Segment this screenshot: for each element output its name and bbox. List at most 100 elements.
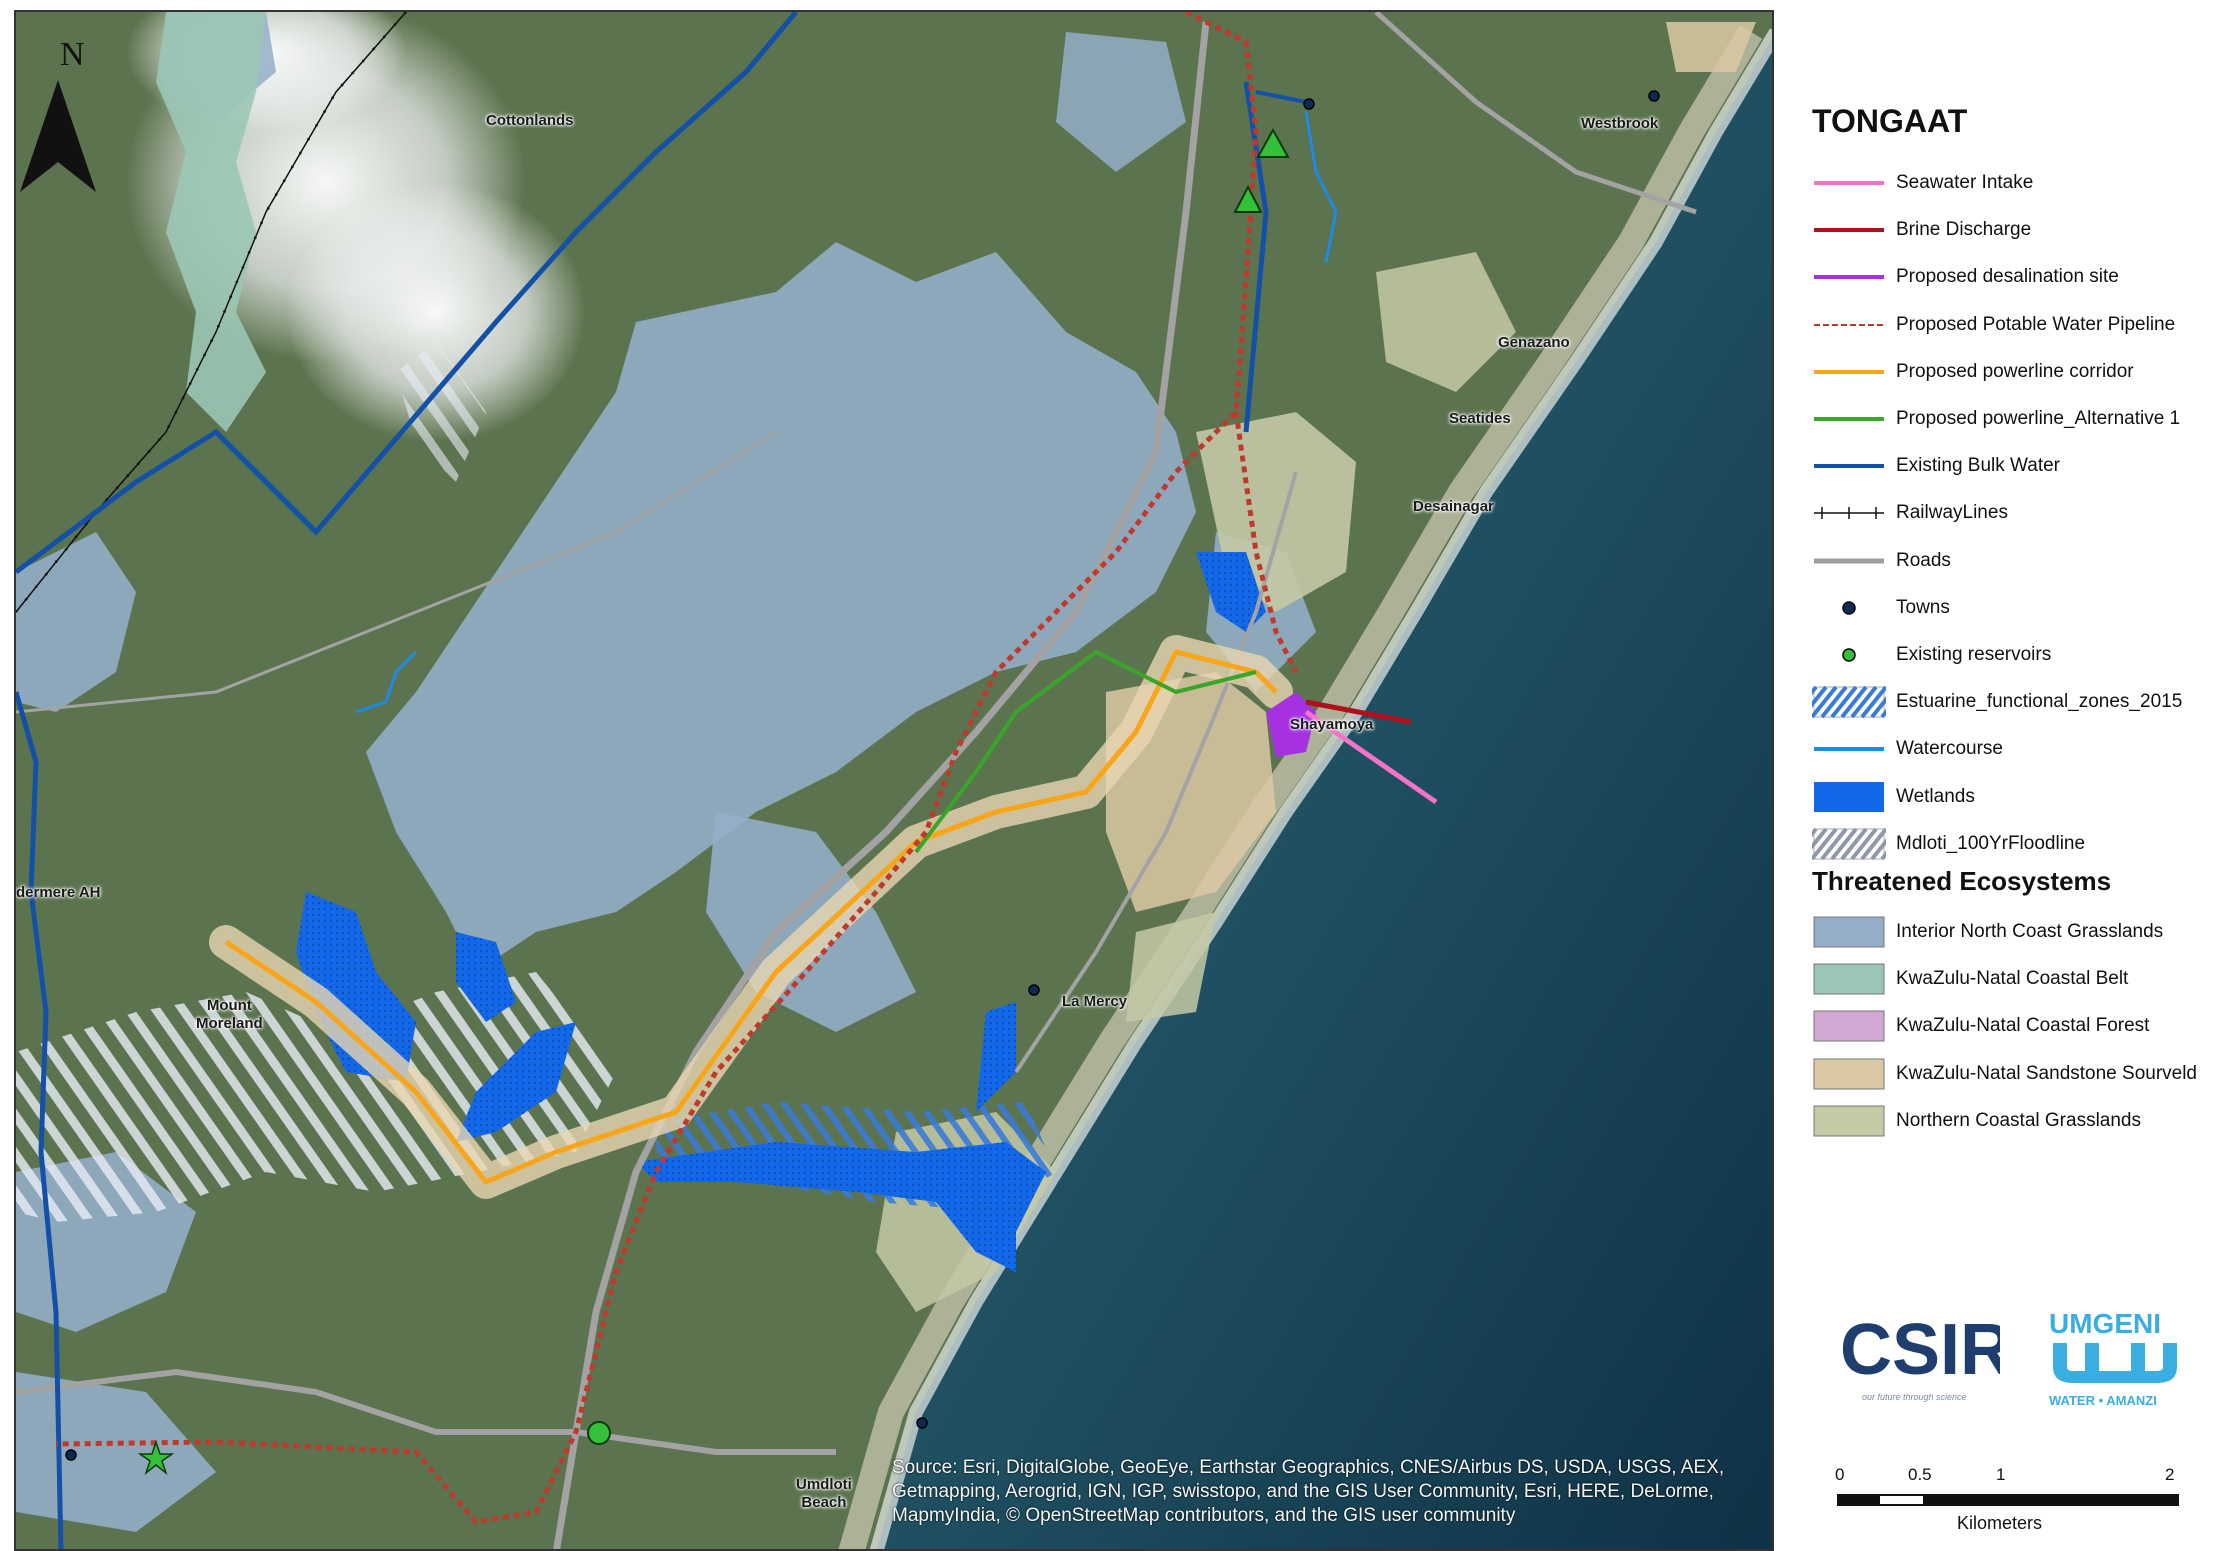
- legend-item: Northern Coastal Grasslands: [1812, 1104, 2221, 1144]
- mdloti-floodline: [396, 342, 486, 482]
- wetland: [636, 1142, 1046, 1272]
- legend-item: Roads: [1812, 544, 2221, 584]
- legend-symbol-icon: [1813, 1058, 1885, 1090]
- wetland: [456, 932, 516, 1022]
- legend-item-label: Interior North Coast Grasslands: [1896, 921, 2164, 942]
- legend-item-label: Seawater Intake: [1896, 172, 2034, 193]
- legend-item: RailwayLines: [1812, 496, 2221, 536]
- legend-symbol-icon: [1814, 228, 1884, 232]
- legend-item-label: Proposed desalination site: [1896, 266, 2119, 287]
- legend-symbol-icon: [1814, 324, 1884, 326]
- legend-symbol-icon: [1814, 558, 1884, 564]
- legend-symbol-icon: [1813, 1010, 1885, 1042]
- scale-tick: 1: [1996, 1465, 2006, 1484]
- legend-item-label: Proposed powerline corridor: [1896, 361, 2134, 382]
- legend-item-label: Roads: [1896, 550, 1951, 571]
- legend-item: Brine Discharge: [1812, 213, 2221, 253]
- legend-item: Proposed Potable Water Pipeline: [1812, 308, 2221, 348]
- map-frame[interactable]: N Cottonlands Westbrook Genazano Seatide…: [14, 10, 1774, 1551]
- watercourse: [355, 650, 418, 714]
- place-label-dermere: dermere AH: [16, 884, 101, 901]
- road: [16, 430, 777, 714]
- legend-item: Watercourse: [1812, 732, 2221, 772]
- place-label-la-mercy: La Mercy: [1062, 993, 1128, 1010]
- watercourse: [1304, 111, 1338, 263]
- place-label-shayamoya: Shayamoya: [1290, 716, 1374, 733]
- powerline-corridor: [224, 649, 1278, 1185]
- legend-item: Proposed desalination site: [1812, 260, 2221, 300]
- legend-item: KwaZulu-Natal Coastal Forest: [1812, 1009, 2221, 1049]
- potable-water-pipeline: [55, 12, 1259, 1525]
- legend-symbol-icon: [1814, 275, 1884, 279]
- legend-item-label: Estuarine_functional_zones_2015: [1896, 691, 2183, 712]
- cloud: [286, 182, 586, 442]
- existing-bulk-water: [16, 12, 798, 574]
- legend-item-label: Towns: [1896, 597, 1950, 618]
- map-canvas[interactable]: [16, 12, 1774, 1551]
- wetland: [1196, 552, 1266, 632]
- desalination-site: [1266, 692, 1316, 757]
- legend-item-label: Proposed Potable Water Pipeline: [1896, 314, 2176, 335]
- ecosystem-northern-coastal-grasslands: [1126, 912, 1216, 1022]
- legend-item-label: KwaZulu-Natal Coastal Forest: [1896, 1015, 2150, 1036]
- legend-item-label: Northern Coastal Grasslands: [1896, 1110, 2141, 1131]
- legend-symbol-icon: [1814, 370, 1884, 374]
- legend-item: Estuarine_functional_zones_2015: [1812, 685, 2221, 725]
- legend-item-label: Existing Bulk Water: [1896, 455, 2061, 476]
- place-label-umdloti: Umdloti Beach: [796, 1476, 852, 1511]
- existing-bulk-water: [1255, 90, 1307, 104]
- scale-tick: 0.5: [1908, 1465, 1932, 1484]
- legend-item: Wetlands: [1812, 780, 2221, 820]
- legend-ecosystems-title: Threatened Ecosystems: [1812, 866, 2112, 896]
- legend-item-label: Brine Discharge: [1896, 219, 2032, 240]
- scale-bar-graphic: [1837, 1494, 2179, 1506]
- ecosystem-coastal-belt: [156, 12, 266, 432]
- legend-symbol-icon: [1812, 685, 1886, 719]
- legend-item-label: Existing reservoirs: [1896, 644, 2052, 665]
- road: [16, 1368, 836, 1455]
- town-dot: [916, 1417, 928, 1429]
- ecosystem-interior-grasslands: [366, 242, 1196, 972]
- umgeni-logo-mark-icon: [2053, 1343, 2177, 1383]
- legend-item: Seawater Intake: [1812, 166, 2221, 206]
- legend-symbol-icon: [1814, 507, 1884, 519]
- place-label-seatides: Seatides: [1449, 410, 1511, 427]
- legend-item: Interior North Coast Grasslands: [1812, 915, 2221, 955]
- powerline-alternative-1: [914, 649, 1257, 854]
- legend-symbol-icon: [1814, 782, 1884, 812]
- north-label: N: [60, 36, 85, 73]
- legend-item: KwaZulu-Natal Coastal Belt: [1812, 962, 2221, 1002]
- legend-item: Mdloti_100YrFloodline: [1812, 827, 2221, 867]
- place-label-cottonlands: Cottonlands: [486, 112, 574, 129]
- wetland: [456, 1022, 576, 1142]
- existing-bulk-water: [16, 691, 64, 1549]
- legend-item-label: Watercourse: [1896, 738, 2003, 759]
- town-dot: [65, 1449, 77, 1461]
- scale-tick: 2: [2165, 1465, 2175, 1484]
- legend-item: Proposed powerline_Alternative 1: [1812, 402, 2221, 442]
- reservoir-icon: [587, 1421, 611, 1445]
- brine-discharge: [1305, 699, 1412, 725]
- north-arrow-icon: [20, 80, 96, 192]
- road: [1374, 12, 1697, 215]
- potable-water-pipeline: [1233, 411, 1299, 674]
- scale-bar: 0 0.5 1 2 Kilometers: [1835, 1465, 2185, 1545]
- legend-symbol-icon: [1813, 916, 1885, 948]
- legend-item: Existing Bulk Water: [1812, 449, 2221, 489]
- legend-symbol-icon: [1814, 417, 1884, 421]
- existing-bulk-water: [1243, 81, 1269, 433]
- legend-item: KwaZulu-Natal Sandstone Sourveld: [1812, 1057, 2221, 1097]
- map-source-attribution: Source: Esri, DigitalGlobe, GeoEye, Eart…: [892, 1457, 1725, 1526]
- umgeni-logo-bottom: WATER • AMANZI: [2049, 1393, 2157, 1408]
- place-label-mount-moreland: Mount Moreland: [196, 997, 263, 1032]
- wetland: [296, 892, 416, 1082]
- legend-item: Towns: [1812, 591, 2221, 631]
- legend-title: TONGAAT: [1812, 103, 1968, 139]
- csir-logo-text: CSIR: [1840, 1312, 2000, 1390]
- ecosystem-sandstone-sourveld: [1666, 22, 1756, 72]
- csir-logo-tagline: our future through science: [1862, 1392, 1967, 1402]
- place-label-westbrook: Westbrook: [1581, 115, 1659, 132]
- ecosystem-interior-grasslands: [1056, 32, 1186, 172]
- legend-item-label: RailwayLines: [1896, 502, 2008, 523]
- legend-symbol-icon: [1842, 648, 1856, 662]
